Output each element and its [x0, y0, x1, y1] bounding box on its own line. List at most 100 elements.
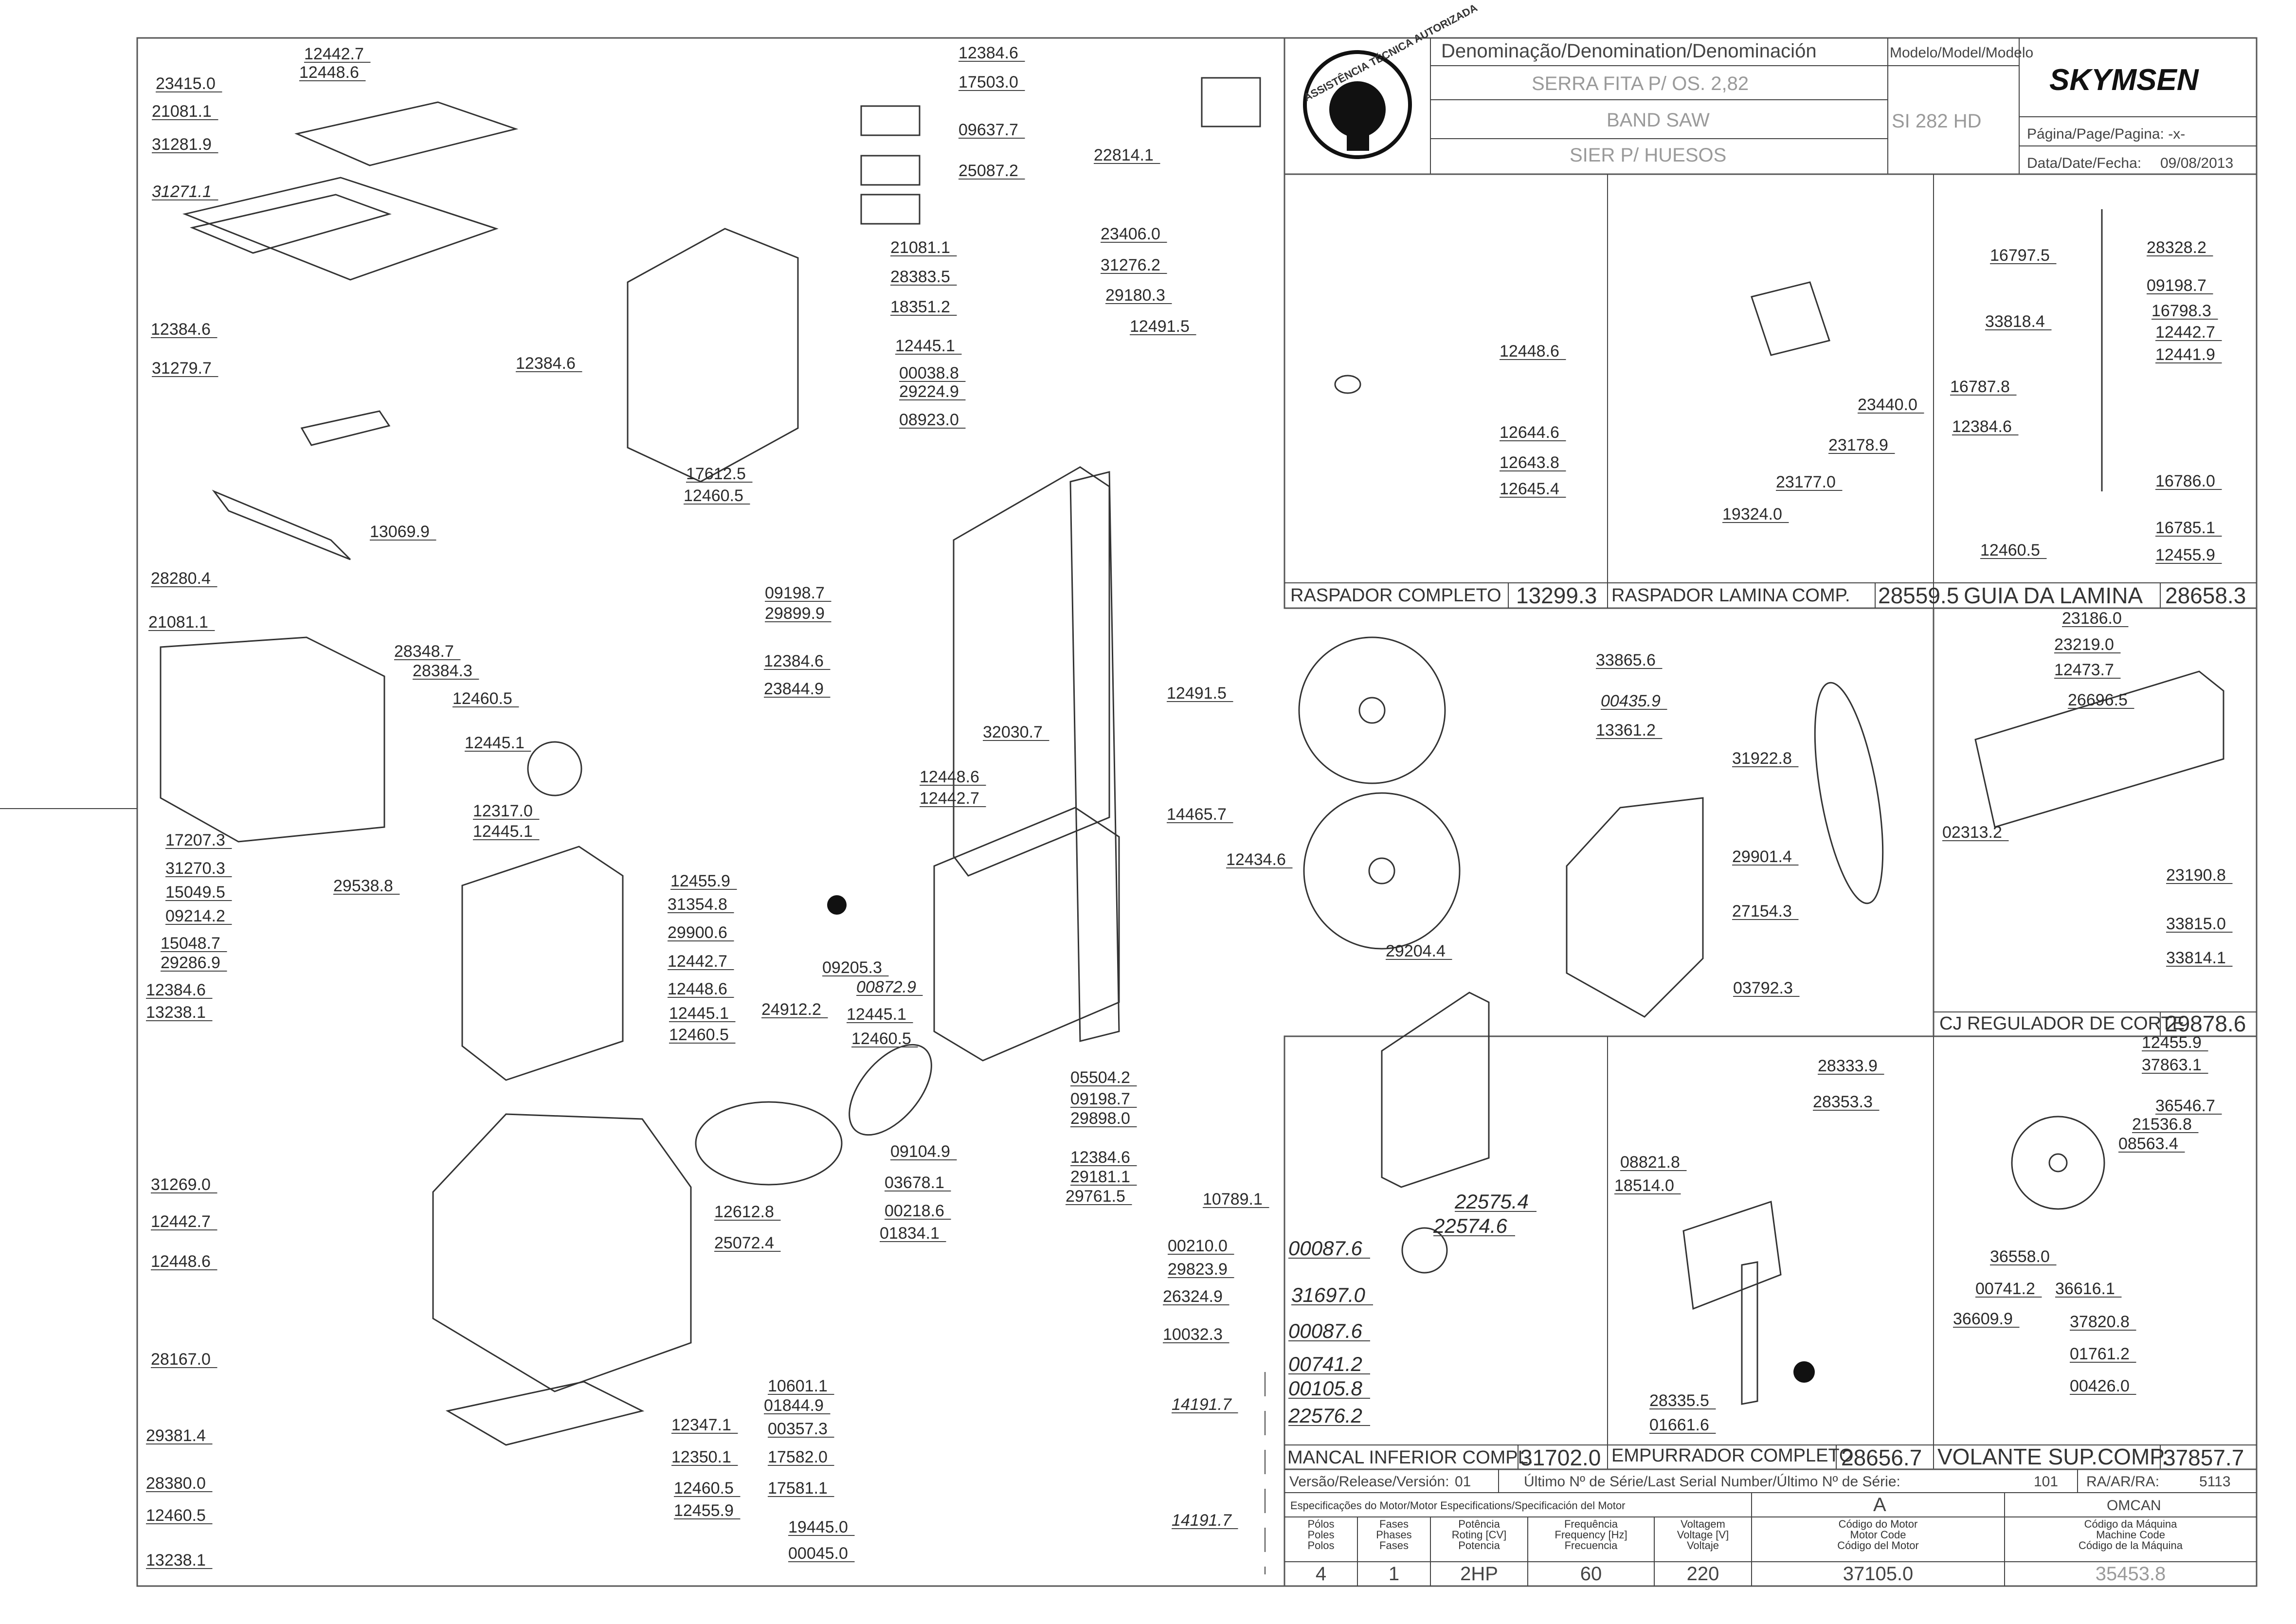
- part-number-label: 12442.7: [2155, 323, 2215, 342]
- brand-logo: SKYMSEN: [2049, 63, 2199, 97]
- part-number-label: 13238.1: [146, 1551, 206, 1570]
- pusher-knob: [1793, 1361, 1815, 1383]
- part-number-label: 28280.4: [151, 569, 211, 588]
- part-number-label: 15049.5: [165, 883, 225, 902]
- part-number-label: 17503.0: [958, 73, 1018, 91]
- a-value: A: [1873, 1494, 1886, 1516]
- rail-upper: [300, 410, 391, 446]
- motor-column-head: Potencia: [1458, 1539, 1500, 1552]
- part-number-label: 10789.1: [1203, 1190, 1263, 1209]
- date-value: 09/08/2013: [2160, 155, 2233, 171]
- motor-column-head: Pólos: [1307, 1518, 1334, 1530]
- part-number-label: 12445.1: [847, 1005, 906, 1024]
- part-number-label: 12445.1: [465, 734, 524, 752]
- motor-column-head: Motor Code: [1850, 1529, 1906, 1541]
- part-number-label: 12644.6: [1500, 423, 1559, 442]
- part-number-label: 00045.0: [788, 1544, 848, 1563]
- upper-wheel-detail: [2011, 1116, 2105, 1210]
- motor-column-head: Fases: [1379, 1518, 1409, 1530]
- part-number-label: 12460.5: [146, 1506, 206, 1525]
- part-number-label: 12460.5: [851, 1029, 911, 1048]
- upper-wheel: [1298, 636, 1446, 784]
- motor-column-value: 1: [1389, 1563, 1399, 1585]
- part-number-label: 31281.9: [152, 135, 212, 154]
- part-number-label: 36609.9: [1953, 1310, 2013, 1328]
- part-number-label: 29901.4: [1732, 848, 1792, 866]
- motor-column-head: Roting [CV]: [1452, 1529, 1507, 1541]
- rail-lower: [212, 489, 351, 560]
- part-number-label: 12448.6: [299, 63, 359, 82]
- part-number-label: 31697.0: [1291, 1283, 1365, 1306]
- bearing-hub: [1401, 1227, 1448, 1274]
- part-number-label: 22575.4: [1454, 1190, 1529, 1213]
- motor-column-head: Polos: [1307, 1539, 1334, 1552]
- part-number-label: 27154.3: [1732, 902, 1792, 920]
- part-number-label: 23844.9: [764, 680, 824, 698]
- part-number-label: 32030.7: [983, 723, 1043, 741]
- part-number-label: 12384.6: [1070, 1148, 1130, 1167]
- part-number-label: 12448.6: [151, 1252, 211, 1271]
- motor-column-head: Voltagem: [1681, 1518, 1725, 1530]
- part-number-label: 12455.9: [2155, 546, 2215, 564]
- serial-label: Último Nº de Série/Last Serial Number/Úl…: [1524, 1474, 1900, 1490]
- section-code-volante-sup: 37857.7: [2163, 1445, 2244, 1470]
- date-label: Data/Date/Fecha:: [2027, 155, 2141, 171]
- pusher-plate: [1682, 1201, 1782, 1310]
- motor-column-value: 220: [1687, 1563, 1719, 1585]
- part-number-label: 12455.9: [670, 872, 730, 890]
- part-number-label: 26324.9: [1163, 1287, 1223, 1306]
- main-frame-column: [1069, 471, 1120, 1042]
- part-number-label: 08563.4: [2118, 1135, 2178, 1153]
- part-number-label: 28380.0: [146, 1474, 206, 1493]
- part-number-label: 37863.1: [2142, 1056, 2202, 1074]
- motor-column-head: Voltage [V]: [1677, 1529, 1729, 1541]
- adjust-knob: [827, 895, 847, 915]
- motor-column-head: Poles: [1307, 1529, 1334, 1541]
- part-number-label: 12460.5: [684, 487, 743, 505]
- scraper-block: [1751, 281, 1830, 356]
- part-number-label: 00105.8: [1288, 1377, 1362, 1400]
- part-number-label: 31271.1: [152, 182, 212, 201]
- part-number-label: 00087.6: [1288, 1237, 1362, 1260]
- part-number-label: 28335.5: [1649, 1391, 1709, 1410]
- part-number-label: 08821.8: [1620, 1153, 1680, 1172]
- motor-column-head: Frequência: [1564, 1518, 1618, 1530]
- part-number-label: 29898.0: [1070, 1109, 1130, 1128]
- part-number-label: 09198.7: [1070, 1090, 1130, 1108]
- part-number-label: 00435.9: [1601, 692, 1661, 710]
- product-name-es: SIER P/ HUESOS: [1570, 144, 1726, 166]
- part-number-label: 00426.0: [2070, 1377, 2130, 1395]
- cabinet: [432, 1113, 692, 1392]
- part-number-label: 22576.2: [1288, 1404, 1362, 1427]
- section-code-guia-lamina: 28658.3: [2165, 583, 2246, 608]
- part-number-label: 12384.6: [146, 981, 206, 999]
- denomination-heading: Denominação/Denomination/Denominación: [1441, 40, 1817, 62]
- base-plate: [445, 1381, 645, 1446]
- lower-wheel: [1303, 792, 1461, 950]
- part-number-label: 29381.4: [146, 1426, 206, 1445]
- part-number-label: 00357.3: [768, 1420, 828, 1438]
- model-heading: Modelo/Model/Modelo: [1890, 45, 2033, 61]
- part-number-label: 16786.0: [2155, 472, 2215, 490]
- part-number-label: 29761.5: [1066, 1187, 1125, 1206]
- section-code-raspador-lamina: 28559.5: [1878, 583, 1959, 608]
- part-number-label: 23178.9: [1828, 436, 1888, 454]
- motor-column-head: Frequency [Hz]: [1555, 1529, 1627, 1541]
- part-number-label: 21536.8: [2132, 1115, 2192, 1134]
- motor-column-head: Frecuencia: [1565, 1539, 1618, 1552]
- part-number-label: 29224.9: [899, 382, 959, 401]
- motor-column-head: Potência: [1458, 1518, 1500, 1530]
- part-number-label: 24912.2: [761, 1000, 821, 1019]
- motor-column-value: 2HP: [1460, 1563, 1498, 1585]
- work-table: [182, 177, 499, 281]
- motor-column-value: 37105.0: [1843, 1563, 1914, 1585]
- part-number-label: 00038.8: [899, 364, 959, 382]
- part-number-label: 28167.0: [151, 1350, 211, 1369]
- seal-logo: ASSISTÊNCIA TÉCNICA AUTORIZADA: [1302, 1, 1480, 159]
- model-value: SI 282 HD: [1892, 110, 1982, 132]
- part-number-label: 00741.2: [1975, 1280, 2035, 1298]
- part-number-label: 00872.9: [856, 978, 916, 996]
- page-label: Página/Page/Pagina: -x-: [2027, 126, 2185, 142]
- motor-column-value: 4: [1316, 1563, 1326, 1585]
- part-number-label: 29286.9: [161, 954, 220, 972]
